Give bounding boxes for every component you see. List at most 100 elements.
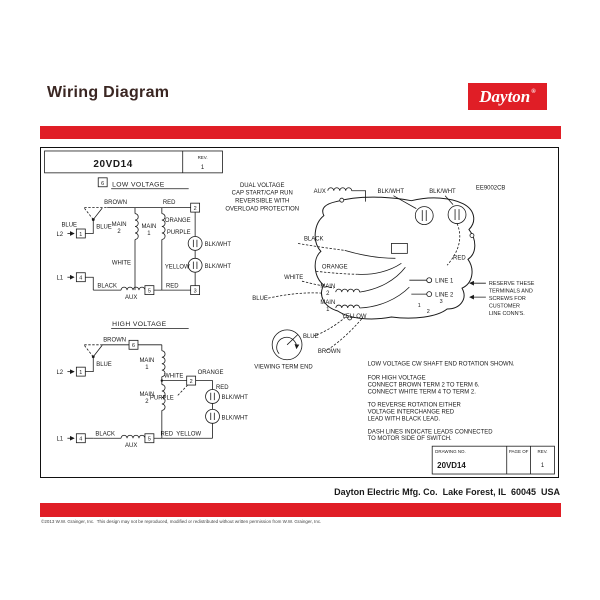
lv-white-label: WHITE <box>112 260 131 266</box>
note-reverse-1: TO REVERSE ROTATION EITHER <box>368 402 462 408</box>
note-reverse-3: LEAD WITH BLACK LEAD. <box>368 416 441 422</box>
high-voltage-section: HIGH VOLTAGE <box>56 321 248 449</box>
motor-blkwht-label-b: BLK/WHT <box>429 189 456 195</box>
lv-tag: 6 <box>101 181 104 187</box>
rev-value: 1 <box>541 463 545 469</box>
center-note-line2: CAP START/CAP RUN <box>232 191 293 197</box>
lv-terminal-box-3 <box>190 285 201 296</box>
lv-blkwht-label-a: BLK/WHT <box>205 242 232 248</box>
hv-terminal-6: 6 <box>132 343 135 349</box>
lv-black-label: BLACK <box>97 284 117 290</box>
reserve-note-line4: CUSTOMER <box>489 304 520 310</box>
motor-post-2: 2 <box>427 309 430 315</box>
low-voltage-section: 6 LOW VOLTAGE <box>56 177 232 301</box>
motor-blue-label-a: BLUE <box>252 296 268 302</box>
lv-main2-coil-icon <box>134 213 139 240</box>
motor-blue-label-b: BLUE <box>303 334 319 340</box>
hv-terminal-5: 5 <box>148 437 151 443</box>
lv-terminal-3: 3 <box>194 288 197 294</box>
motor-outline <box>314 196 476 320</box>
notes-block: LOW VOLTAGE CW SHAFT END ROTATION SHOWN.… <box>368 362 515 443</box>
motor-black-label: BLACK <box>304 236 324 242</box>
title-block-rev-label: REV. <box>198 155 208 160</box>
lv-red-top-label: RED <box>163 200 176 206</box>
motor-line2-label: LINE 2 <box>435 293 454 299</box>
cw-arrow-icon <box>276 336 300 355</box>
motor-brown-label: BROWN <box>318 349 341 355</box>
hv-terminal-box-1 <box>75 366 86 377</box>
lv-terminal-box-2 <box>190 202 201 213</box>
lv-main2-label: MAIN <box>112 222 127 228</box>
hv-brown-label: BROWN <box>103 337 126 343</box>
motor-line1-label: LINE 1 <box>435 279 454 285</box>
lv-main1-num: 1 <box>147 231 151 237</box>
lv-blkwht-label-b: BLK/WHT <box>205 264 232 270</box>
dayton-logo: Dayton® <box>468 83 547 110</box>
hv-main1-label: MAIN <box>139 358 154 364</box>
lv-title: LOW VOLTAGE <box>112 181 165 188</box>
rev-label: REV. <box>538 449 548 454</box>
note-high-voltage-2: CONNECT BROWN TERM 2 TO TERM 6. <box>368 383 480 389</box>
lv-terminal-4: 4 <box>79 276 82 282</box>
screw-boss-icon <box>347 315 353 321</box>
lv-orange-label: ORANGE <box>165 218 191 224</box>
motor-white-label: WHITE <box>284 275 303 281</box>
hv-blkwht-label-a: BLK/WHT <box>221 395 248 401</box>
title-block-model: 20VD14 <box>93 159 132 170</box>
hv-terminal-box-2 <box>186 375 197 386</box>
lv-blue-label-a: BLUE <box>61 223 77 229</box>
line2-terminal-icon <box>426 291 433 297</box>
reserve-note-line5: LINE CONN'S. <box>489 311 525 317</box>
motor-orange-label: ORANGE <box>322 264 348 270</box>
copyright-notice: ©2013 W.W. Grainger, Inc. This design ma… <box>41 519 322 524</box>
lv-terminal-box-1 <box>75 228 86 239</box>
hv-main2-label: MAIN <box>139 392 154 398</box>
lv-main1-label: MAIN <box>141 224 156 230</box>
motor-post-3: 3 <box>440 299 443 305</box>
hv-red-mid-label: RED <box>216 385 229 391</box>
motor-main1-label: MAIN <box>320 300 335 306</box>
note-dash-lines-1: DASH LINES INDICATE LEADS CONNECTED <box>368 429 494 435</box>
note-high-voltage-3: CONNECT WHITE TERM 4 TO TERM 2. <box>368 390 477 396</box>
hv-red-bottom-label: RED <box>161 431 174 437</box>
diagram-frame: 20VD14 REV. 1 DUAL VOLTAGE CAP START/CAP… <box>40 147 559 478</box>
lv-blue-label-b: BLUE <box>96 225 112 231</box>
motor-part-number: EE9002CB <box>476 186 505 192</box>
lv-capacitor-icon <box>187 236 203 273</box>
motor-main2-coil-icon <box>335 288 361 293</box>
motor-capacitor-icon <box>414 205 467 225</box>
hv-purple-label: PURPLE <box>150 395 174 401</box>
lv-yellow-label: YELLOW <box>165 264 190 270</box>
page-title: Wiring Diagram <box>47 84 170 101</box>
hv-orange-label: ORANGE <box>198 370 224 376</box>
viewing-term-end-label: VIEWING TERM END <box>254 365 313 371</box>
hv-blue-label: BLUE <box>96 362 112 368</box>
motor-red-label: RED <box>453 255 466 261</box>
reserve-note-line2: TERMINALS AND <box>489 289 533 295</box>
lv-l2-label: L2 <box>56 232 63 238</box>
lv-main2-num: 2 <box>117 229 121 235</box>
red-divider-bar-top <box>40 126 561 139</box>
hv-terminal-2: 2 <box>190 379 193 385</box>
note-rotation: LOW VOLTAGE CW SHAFT END ROTATION SHOWN. <box>368 362 515 368</box>
hv-blkwht-label-b: BLK/WHT <box>221 415 248 421</box>
lv-terminal-2: 2 <box>194 206 197 212</box>
reserve-note-line1: RESERVE THESE <box>489 281 535 287</box>
motor-main1-coil-icon <box>335 304 361 309</box>
lv-brown-label: BROWN <box>104 200 127 206</box>
lv-terminal-box-5 <box>144 285 155 296</box>
red-divider-bar-bottom <box>40 503 561 517</box>
hv-main2-num: 2 <box>145 399 149 405</box>
note-dash-lines-2: TO MOTOR SIDE OF SWITCH. <box>368 436 452 442</box>
reserve-note: RESERVE THESE TERMINALS AND SCREWS FOR C… <box>469 280 535 317</box>
hv-aux-coil-icon <box>120 434 146 439</box>
hv-main1-num: 1 <box>145 365 149 371</box>
rotation-dial-icon <box>271 329 303 361</box>
lv-switch-icon <box>91 218 95 221</box>
motor-main2-num: 2 <box>326 291 330 297</box>
lv-aux-label: AUX <box>125 295 137 301</box>
lv-terminal-5: 5 <box>148 288 151 294</box>
note-reverse-2: VOLTAGE INTERCHANGE RED <box>368 409 455 415</box>
drawing-number-block: DRAWING NO. PAGE OF 20VD14 REV. 1 <box>431 445 555 475</box>
